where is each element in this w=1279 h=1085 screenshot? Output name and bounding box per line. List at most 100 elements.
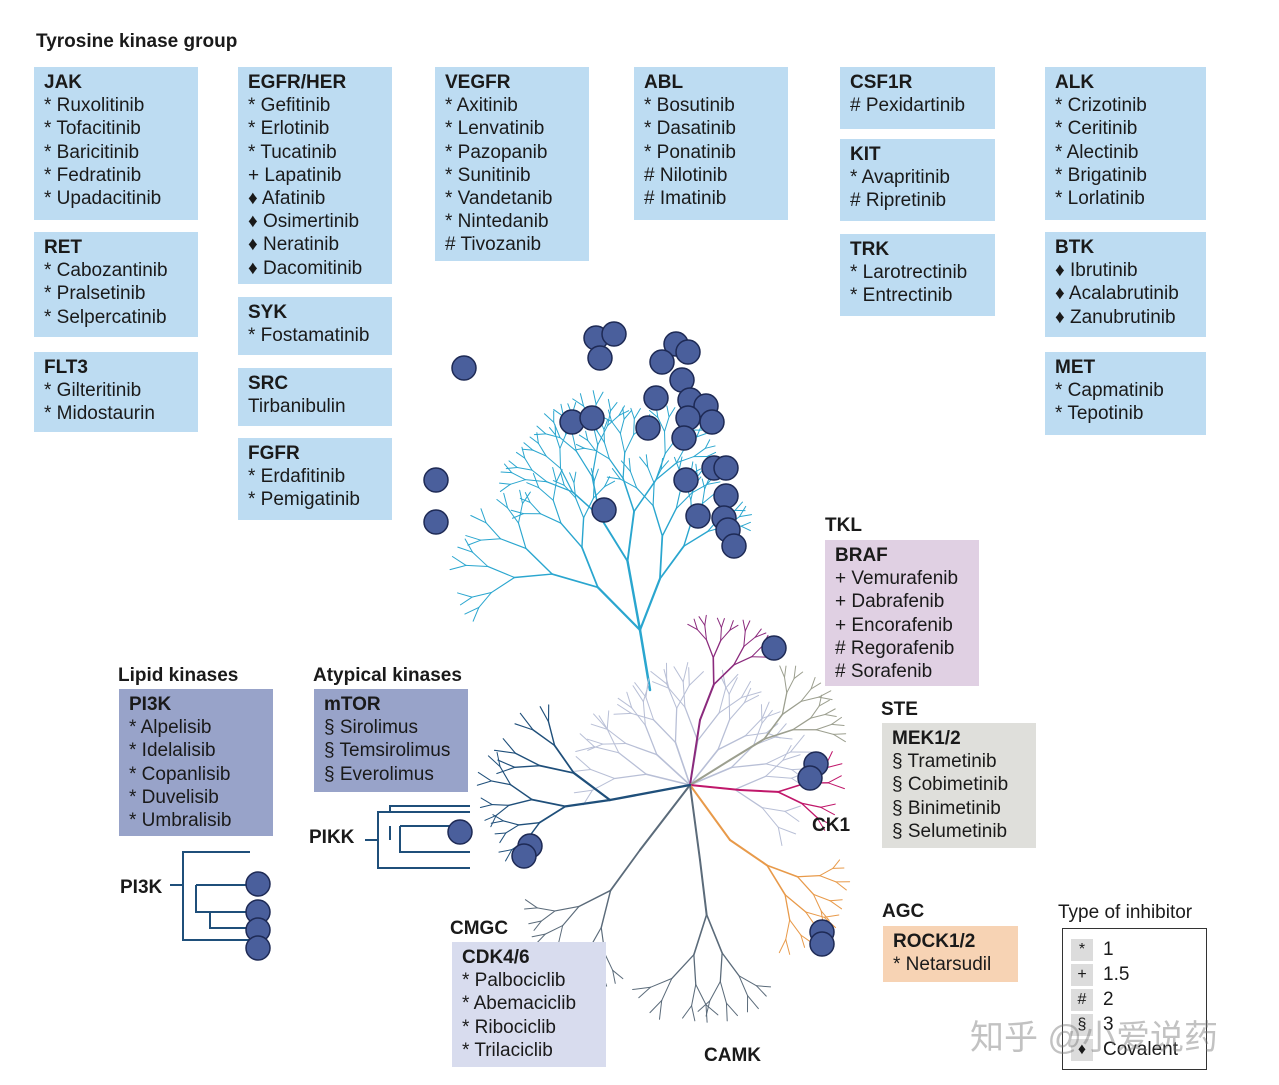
tree-branch	[777, 826, 783, 846]
drug-item: * Copanlisib	[129, 763, 231, 785]
tree-branch	[785, 938, 791, 955]
mek-box: MEK1/2§ Trametinib§ Cobimetinib§ Binimet…	[882, 723, 1036, 848]
tree-branch	[820, 803, 836, 808]
tree-branch	[487, 755, 501, 768]
tree-branch	[599, 515, 629, 563]
tree-branch	[653, 468, 662, 484]
tree-branch	[664, 430, 666, 455]
tree-branch	[763, 713, 784, 740]
tree-branch	[555, 469, 563, 483]
tree-branch	[829, 899, 843, 902]
inhibitor-target-dot	[245, 871, 271, 897]
tree-branch	[612, 969, 616, 984]
tree-branch	[765, 775, 793, 779]
tree-branch	[743, 636, 756, 648]
tree-branch	[733, 656, 753, 666]
tree-branch	[499, 766, 512, 786]
drug-item: ♦ Acalabrutinib	[1055, 283, 1179, 305]
tree-branch	[593, 468, 599, 482]
drug-item: * Trilaciclib	[462, 1039, 553, 1061]
tree-branch	[693, 954, 697, 986]
tree-branch	[513, 573, 553, 579]
tree-branch	[743, 694, 760, 704]
tree-branch	[559, 447, 562, 469]
tree-branch	[472, 606, 480, 622]
tree-branch	[649, 978, 673, 988]
tree-branch	[738, 505, 747, 518]
tree-branch	[564, 798, 612, 808]
drug-item: + Lapatinib	[248, 164, 342, 186]
dendrogram-branch	[377, 840, 470, 869]
drug-item: * Fedratinib	[44, 164, 142, 186]
tree-branch	[494, 832, 507, 835]
legend-label: 1.5	[1103, 964, 1130, 986]
tree-branch	[810, 682, 822, 690]
tree-branch	[765, 759, 784, 777]
tree-branch	[721, 952, 740, 977]
tree-branch	[590, 467, 595, 482]
tree-branch	[796, 875, 821, 878]
tree-branch	[696, 427, 701, 438]
tree-branch	[645, 454, 649, 468]
tree-branch	[673, 456, 680, 471]
drug-item: * Duvelisib	[129, 786, 219, 808]
tree-branch	[596, 586, 642, 632]
tree-branch	[633, 418, 635, 436]
tree-branch	[734, 501, 743, 511]
tree-branch	[824, 708, 836, 715]
tree-branch	[819, 867, 834, 877]
egfr-box: EGFR/HER* Gefitinib* Erlotinib* Tucatini…	[238, 67, 392, 284]
tree-branch	[712, 656, 715, 686]
tree-branch	[744, 620, 751, 632]
tree-branch	[706, 481, 721, 485]
tree-branch	[591, 444, 599, 478]
legend-row: *1	[1071, 939, 1114, 961]
drug-item: * Pemigatinib	[248, 489, 360, 511]
tree-branch	[604, 953, 614, 971]
btk-box: BTK♦ Ibrutinib♦ Acalabrutinib♦ Zanubruti…	[1045, 232, 1206, 337]
tree-branch	[705, 639, 714, 659]
tree-branch	[575, 443, 585, 449]
tree-branch	[569, 472, 575, 484]
tree-branch	[818, 694, 823, 707]
tree-branch	[560, 522, 583, 549]
dendrogram-branch	[389, 805, 470, 812]
legend-row: #2	[1071, 989, 1114, 1011]
dendrogram-branch	[365, 811, 470, 841]
tree-branch	[449, 564, 467, 571]
tree-branch	[516, 466, 533, 471]
legend-row: +1.5	[1071, 964, 1129, 986]
egfr-family-name: EGFR/HER	[248, 72, 347, 93]
tree-branch	[529, 436, 539, 444]
tree-branch	[603, 442, 610, 460]
tree-branch	[480, 508, 487, 524]
tree-branch	[738, 975, 758, 987]
tree-branch	[682, 662, 689, 683]
drug-item: * Entrectinib	[850, 285, 953, 307]
tree-branch	[524, 907, 538, 910]
tree-branch	[725, 673, 739, 689]
tree-branch	[729, 839, 769, 867]
tree-branch	[464, 538, 474, 553]
tree-branch	[691, 983, 697, 1007]
cmgc-label: CMGC	[450, 918, 509, 939]
tree-branch	[543, 413, 555, 423]
tree-branch	[668, 687, 686, 708]
drug-item: # Tivozanib	[445, 234, 542, 256]
tree-branch	[457, 592, 473, 598]
tree-branch	[531, 469, 548, 483]
drug-item: * Erlotinib	[248, 118, 330, 140]
tree-branch	[706, 451, 717, 458]
dendrogram-branch	[182, 885, 258, 941]
tree-branch	[582, 789, 593, 806]
tree-branch	[619, 418, 625, 434]
inhibitor-target-dot	[649, 349, 675, 375]
tree-branch	[704, 624, 708, 641]
tree-branch	[579, 733, 595, 748]
tree-branch	[761, 807, 786, 812]
tree-branch	[593, 746, 620, 754]
tree-branch	[606, 476, 621, 480]
legend-row: ♦Covalent	[1071, 1039, 1178, 1061]
tree-branch	[608, 783, 692, 802]
inhibitor-target-dot	[601, 321, 627, 347]
